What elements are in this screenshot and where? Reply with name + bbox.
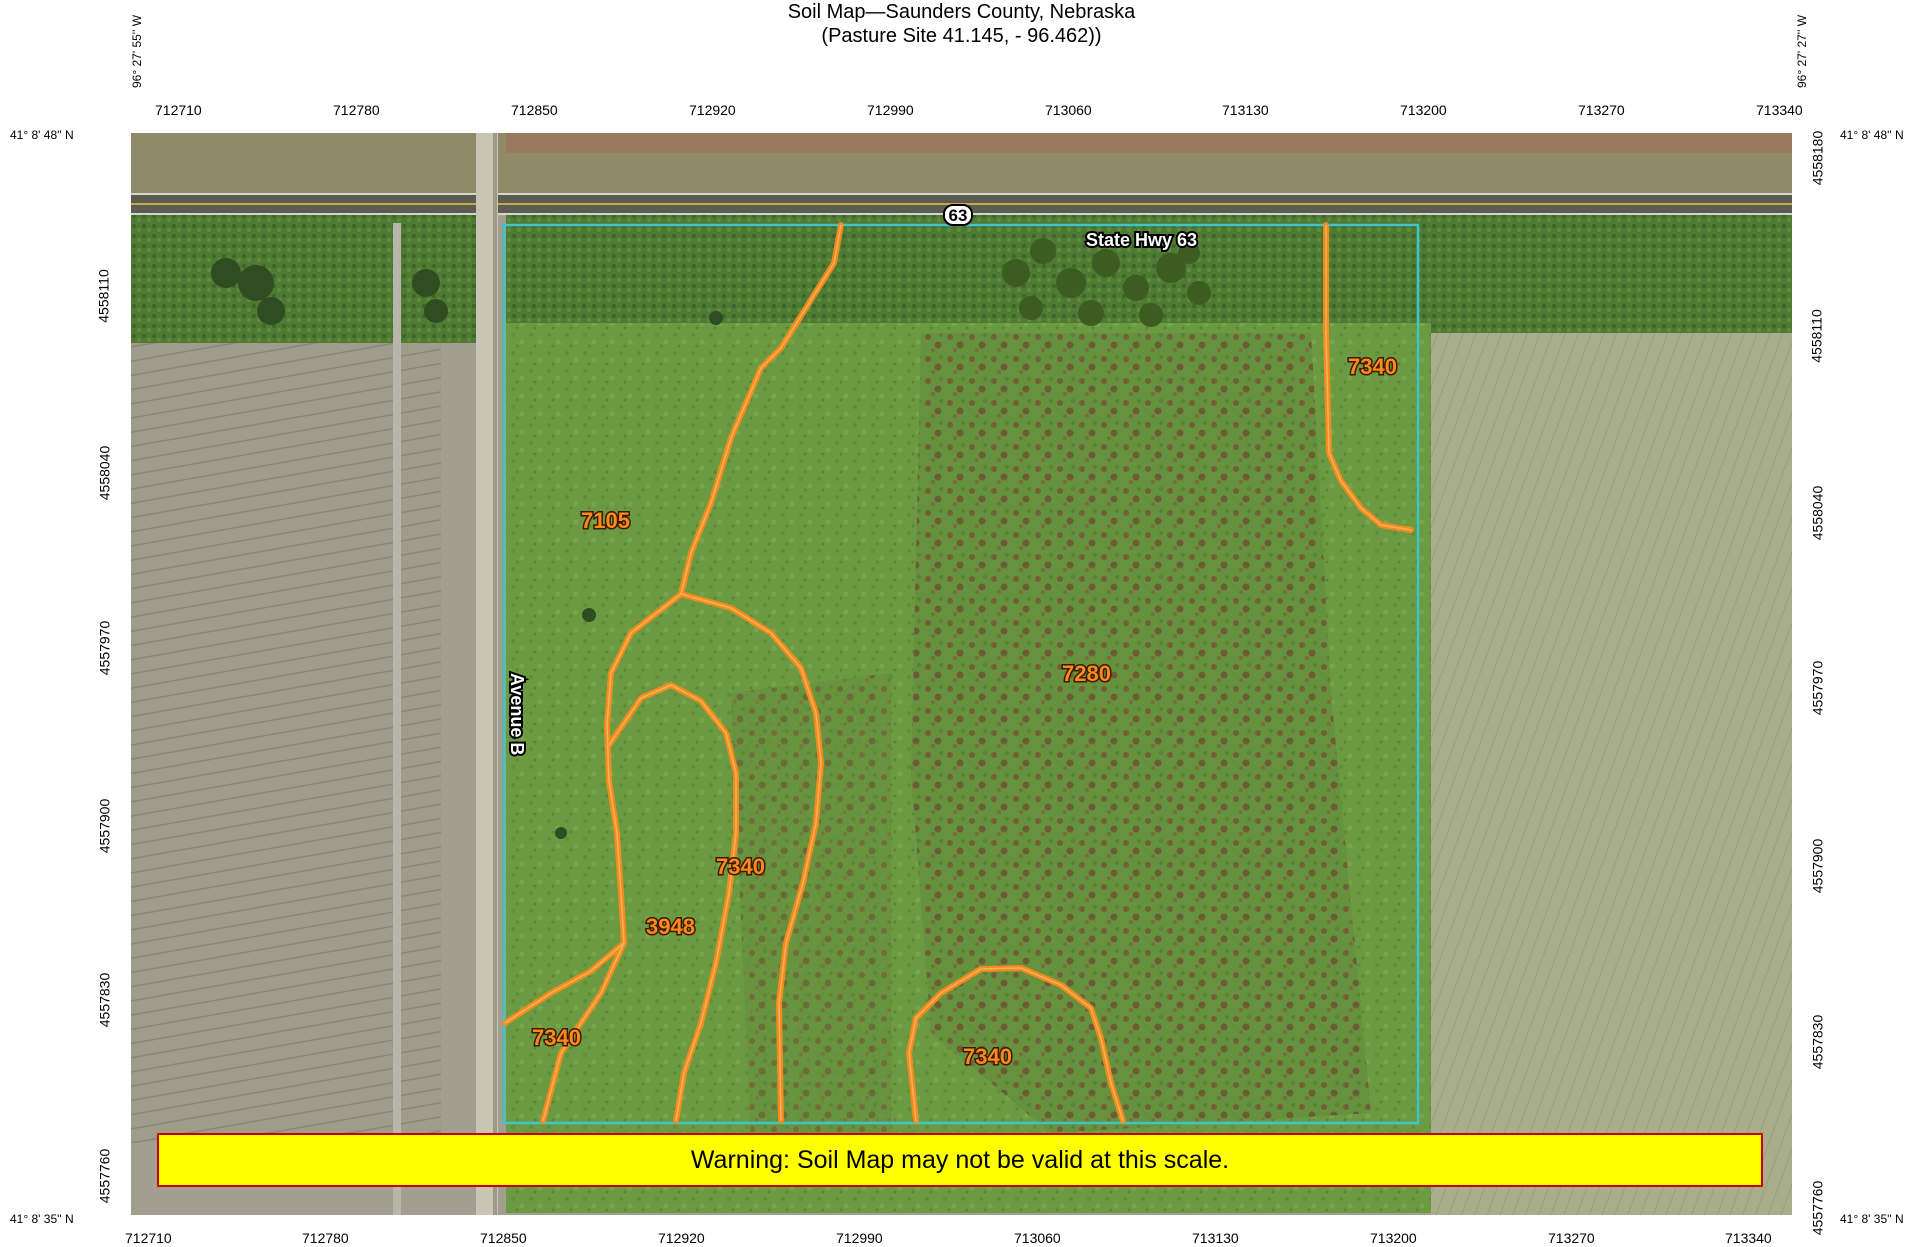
bottom-easting-tick: 712920	[658, 1230, 705, 1246]
dark-vegetation-patch-west	[731, 673, 891, 1143]
map-unit-label-7340-sw[interactable]: 7340	[531, 1024, 583, 1052]
map-unit-label-7340-mid[interactable]: 7340	[715, 853, 767, 881]
soil-unit-boundaries-inner	[504, 224, 1412, 1122]
bottom-easting-tick: 713130	[1192, 1230, 1239, 1246]
top-easting-tick: 712850	[511, 102, 558, 118]
top-easting-tick: 712920	[689, 102, 736, 118]
bottom-easting-tick: 712710	[125, 1230, 172, 1246]
east-ditch-vegetation	[1431, 213, 1792, 333]
pasture-north-vegetation	[506, 213, 1431, 323]
hwy-shield-number: 63	[949, 206, 968, 225]
bottom-easting-tick: 713270	[1548, 1230, 1595, 1246]
scale-warning-banner: Warning: Soil Map may not be valid at th…	[157, 1133, 1763, 1187]
avenue-b-label: Avenue B	[507, 673, 527, 755]
map-unit-label-7340-ne[interactable]: 7340	[1347, 353, 1399, 381]
hwy-63-shield: 63	[943, 204, 973, 226]
map-unit-label-7340-s[interactable]: 7340	[962, 1043, 1014, 1071]
north-crop-field-brown	[506, 133, 1792, 153]
west-crop-field	[131, 343, 441, 1143]
avenue-b-road[interactable]	[393, 133, 498, 1215]
top-easting-tick: 713130	[1222, 102, 1269, 118]
lon-left-label: 96° 27' 55'' W	[130, 14, 144, 88]
bottom-easting-tick: 712850	[480, 1230, 527, 1246]
state-hwy-63-label: State Hwy 63	[1086, 230, 1197, 250]
right-northing-tick: 4558040	[1809, 485, 1826, 541]
bottom-easting-tick: 713060	[1014, 1230, 1061, 1246]
tree-cluster	[1002, 238, 1211, 327]
bottom-easting-tick: 712780	[302, 1230, 349, 1246]
left-northing-tick: 4557830	[96, 972, 113, 1028]
right-northing-tick: 4557760	[1809, 1180, 1826, 1236]
lat-bottom-right-label: 41° 8' 35'' N	[1840, 1212, 1904, 1226]
left-northing-tick: 4557900	[96, 798, 113, 854]
map-title: Soil Map—Saunders County, Nebraska	[787, 1, 1136, 23]
bottom-easting-tick: 713340	[1725, 1230, 1772, 1246]
top-easting-tick: 712780	[333, 102, 380, 118]
right-northing-tick: 4557900	[1809, 838, 1826, 894]
bottom-easting-tick: 713200	[1370, 1230, 1417, 1246]
right-northing-tick: 4557830	[1809, 1014, 1826, 1070]
top-easting-tick: 713270	[1578, 102, 1625, 118]
east-field	[1431, 333, 1792, 1215]
right-northing-tick: 4557970	[1809, 660, 1826, 716]
dark-vegetation-patch	[911, 333, 1371, 1133]
lat-top-left-label: 41° 8' 48'' N	[10, 128, 74, 142]
lon-right-label: 96° 27' 27'' W	[1795, 14, 1809, 88]
map-unit-label-7105[interactable]: 7105	[580, 507, 632, 535]
top-easting-tick: 712710	[155, 102, 202, 118]
soil-map-frame[interactable]: 7105 7280 7340 7340 3948 7340 7340 63 St…	[131, 133, 1792, 1215]
right-northing-tick: 4558110	[1808, 309, 1825, 363]
left-northing-tick: 4558040	[96, 445, 113, 501]
left-northing-tick: 4558110	[95, 269, 112, 323]
top-easting-tick: 713340	[1756, 102, 1803, 118]
right-northing-tick: 4558180	[1809, 130, 1826, 186]
left-northing-tick: 4557970	[96, 620, 113, 676]
lat-top-right-label: 41° 8' 48'' N	[1840, 128, 1904, 142]
top-easting-tick: 713060	[1045, 102, 1092, 118]
top-easting-tick: 712990	[867, 102, 914, 118]
lat-bottom-left-label: 41° 8' 35'' N	[10, 1212, 74, 1226]
left-northing-tick: 4557760	[96, 1148, 113, 1204]
west-trees	[211, 258, 723, 839]
map-subtitle: (Pasture Site 41.145, - 96.462))	[821, 25, 1102, 47]
map-unit-label-3948[interactable]: 3948	[645, 913, 697, 941]
top-easting-tick: 713200	[1400, 102, 1447, 118]
map-unit-label-7280[interactable]: 7280	[1061, 660, 1113, 688]
bottom-easting-tick: 712990	[836, 1230, 883, 1246]
